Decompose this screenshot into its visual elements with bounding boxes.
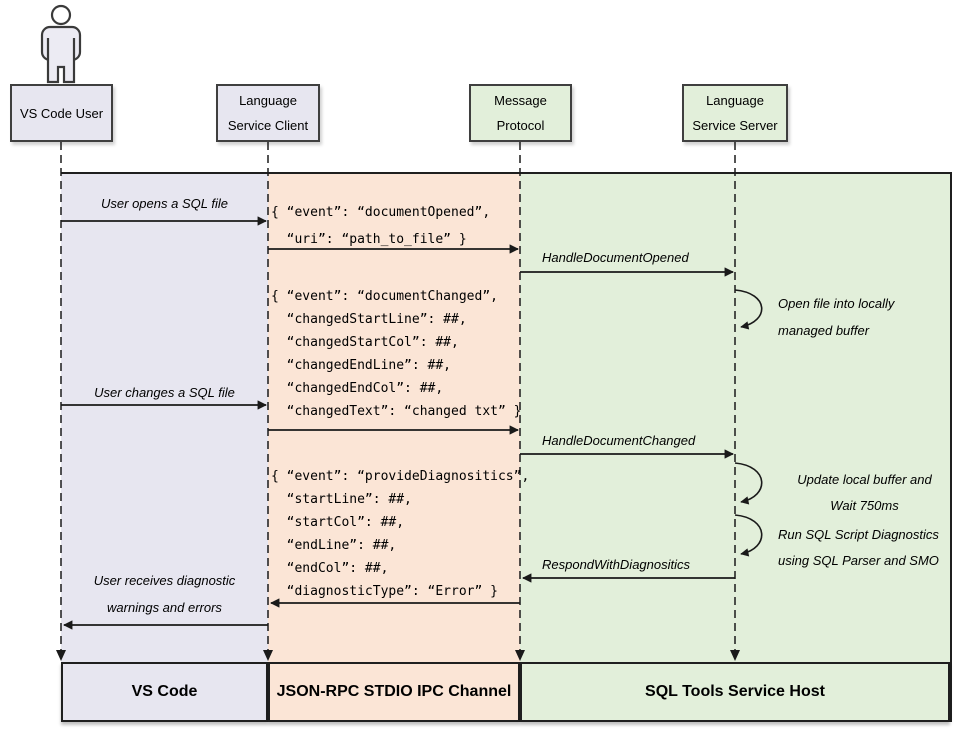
footer-label: SQL Tools Service Host [645, 683, 825, 700]
footer-box-vscode: VS Code [61, 662, 268, 722]
label-handle-document-opened: HandleDocumentOpened [542, 250, 689, 265]
footer-box-json-rpc-channel: JSON-RPC STDIO IPC Channel [268, 662, 520, 722]
actor-box-message-protocol: Message Protocol [469, 84, 572, 142]
label-user-opens: User opens a SQL file [101, 196, 228, 211]
actor-box-language-service-client: Language Service Client [216, 84, 320, 142]
actor-label: Message [494, 93, 547, 108]
lane-top-border [61, 172, 950, 174]
label-user-receives-line1: User receives diagnostic [93, 573, 236, 588]
person-icon [40, 4, 82, 84]
label-update-buffer-wait: Update local buffer and Wait 750ms [772, 467, 957, 519]
actor-box-language-service-server: Language Service Server [682, 84, 788, 142]
label-respond-with-diagnostics: RespondWithDiagnositics [542, 557, 691, 572]
actor-label: Service Server [692, 118, 778, 133]
label-line: Run SQL Script Diagnostics [778, 527, 939, 542]
json-document-opened: { “event”: “documentOpened”, “uri”: “pat… [271, 205, 491, 247]
label-handle-document-changed: HandleDocumentChanged [542, 433, 696, 448]
lane-ipc-channel [268, 172, 520, 722]
actor-label: Protocol [496, 118, 545, 133]
json-document-changed: { “event”: “documentChanged”, “changedSt… [271, 289, 522, 419]
label-line: using SQL Parser and SMO [778, 553, 939, 568]
footer-label: JSON-RPC STDIO IPC Channel [276, 683, 512, 700]
label-user-receives: User receives diagnostic warnings and er… [61, 567, 268, 621]
label-line: managed buffer [778, 323, 870, 338]
json-provide-diagnostics: { “event”: “provideDiagnositics”, “start… [271, 469, 530, 599]
actor-label: Service Client [227, 118, 309, 133]
footer-label: VS Code [131, 683, 198, 700]
label-run-sql-diagnostics: Run SQL Script Diagnostics using SQL Par… [778, 522, 939, 574]
actor-label: Language [706, 93, 764, 108]
label-line: Wait 750ms [830, 498, 899, 513]
label-user-receives-line2: warnings and errors [107, 600, 222, 615]
lane-vscode [61, 172, 268, 722]
label-user-changes: User changes a SQL file [94, 385, 235, 400]
label-line: Update local buffer and [797, 472, 932, 487]
label-line: Open file into locally [778, 296, 895, 311]
footer-box-sql-tools-service-host: SQL Tools Service Host [520, 662, 950, 722]
label-open-file-buffer: Open file into locally managed buffer [778, 290, 894, 344]
actor-label: VS Code User [19, 105, 104, 121]
actor-label: Language [239, 93, 297, 108]
lane-service-host [520, 172, 952, 722]
actor-box-vscode-user: VS Code User [10, 84, 113, 142]
